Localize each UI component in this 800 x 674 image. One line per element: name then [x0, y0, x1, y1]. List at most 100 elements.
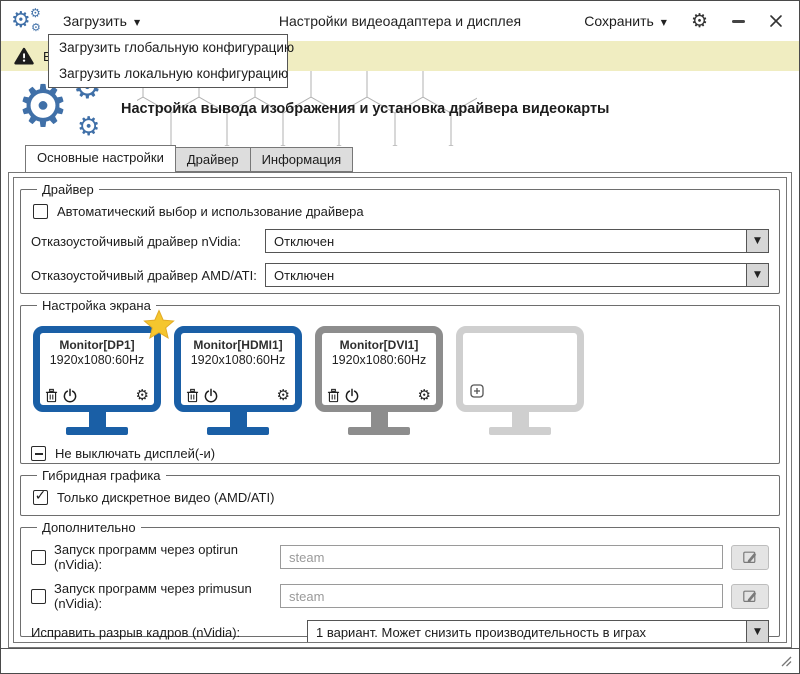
monitor-card-hdmi1[interactable]: Monitor[HDMI1] 1920x1080:60Hz: [174, 326, 302, 435]
pencil-icon: [743, 551, 757, 563]
tab-frame: Драйвер Автоматический выбор и использов…: [8, 172, 792, 648]
screen-group-legend: Настройка экрана: [42, 298, 151, 313]
tab-driver[interactable]: Драйвер: [174, 147, 251, 172]
frame-tearing-select[interactable]: 1 вариант. Может снизить производительно…: [307, 620, 769, 642]
monitor-base: [348, 427, 410, 435]
primusun-label: Запуск программ через primusun (nVidia):: [54, 581, 252, 611]
monitor-card-empty-slot[interactable]: [456, 326, 584, 435]
power-icon[interactable]: [204, 388, 218, 403]
auto-driver-label: Автоматический выбор и использование дра…: [57, 204, 364, 219]
monitor-resolution: 1920x1080:60Hz: [49, 353, 145, 367]
monitor-screen: Monitor[HDMI1] 1920x1080:60Hz: [174, 326, 302, 412]
chevron-down-icon: ▼: [754, 627, 761, 637]
keep-display-on-checkbox[interactable]: [31, 446, 46, 461]
monitor-screen: Monitor[DVI1] 1920x1080:60Hz: [315, 326, 443, 412]
monitor-stand: [511, 412, 529, 427]
primary-star-icon: [143, 309, 175, 345]
primusun-checkbox[interactable]: [31, 588, 46, 604]
menu-item-load-global-config[interactable]: Загрузить глобальную конфигурацию: [59, 40, 295, 55]
dropdown-arrow-button[interactable]: ▼: [746, 264, 768, 286]
extra-group: Дополнительно Запуск программ через opti…: [20, 520, 780, 642]
load-dropdown-menu: Загрузить глобальную конфигурацию Загруз…: [48, 34, 295, 88]
tab-bar: Основные настройки Драйвер Информация: [1, 145, 799, 172]
power-icon[interactable]: [345, 388, 359, 403]
tab-information[interactable]: Информация: [249, 147, 354, 172]
monitor-base: [207, 427, 269, 435]
gear-icon[interactable]: ⚙: [135, 386, 149, 404]
nvidia-failsafe-value: Отключен: [274, 233, 335, 249]
chevron-down-icon: ▼: [754, 236, 761, 246]
optirun-input[interactable]: [280, 545, 723, 569]
add-monitor-button[interactable]: [470, 384, 484, 398]
monitor-stand: [88, 412, 106, 427]
nvidia-failsafe-select[interactable]: Отключен ▼: [265, 229, 769, 253]
header-title: Настройка вывода изображения и установка…: [121, 100, 610, 117]
amd-failsafe-value: Отключен: [274, 267, 335, 283]
monitor-base: [66, 427, 128, 435]
chevron-down-icon: ▼: [660, 17, 667, 27]
load-menu-label: Загрузить: [63, 13, 127, 29]
discrete-only-checkbox[interactable]: [33, 490, 48, 505]
dropdown-arrow-button[interactable]: ▼: [746, 230, 768, 252]
amd-failsafe-select[interactable]: Отключен ▼: [265, 263, 769, 287]
warning-icon: [14, 47, 34, 65]
monitor-screen: Monitor[DP1] 1920x1080:60Hz: [33, 326, 161, 412]
chevron-down-icon: ▼: [754, 270, 761, 280]
pencil-icon: [743, 590, 757, 602]
extra-group-legend: Дополнительно: [42, 520, 136, 535]
discrete-only-label: Только дискретное видео (AMD/ATI): [57, 490, 275, 505]
save-menu-label: Сохранить: [584, 13, 654, 29]
monitor-screen: [456, 326, 584, 412]
header-gears-icon: ⚙ ⚙ ⚙: [17, 71, 102, 142]
monitor-list: Monitor[DP1] 1920x1080:60Hz: [33, 309, 769, 435]
driver-group: Драйвер Автоматический выбор и использов…: [20, 182, 780, 294]
frame-tearing-label: Исправить разрыв кадров (nVidia):: [31, 624, 241, 640]
tab-main-settings[interactable]: Основные настройки: [25, 145, 176, 172]
close-icon[interactable]: [769, 14, 783, 28]
header-banner: ⚙ ⚙ ⚙ Настройка вывода изображения и уст…: [1, 71, 799, 146]
load-menu-button[interactable]: Загрузить ▼: [63, 13, 140, 29]
monitor-stand: [370, 412, 388, 427]
gear-icon[interactable]: ⚙: [276, 386, 290, 404]
hybrid-group-legend: Гибридная графика: [42, 468, 161, 483]
frame-tearing-value: 1 вариант. Может снизить производительно…: [316, 624, 647, 640]
save-menu-button[interactable]: Сохранить ▼: [584, 13, 667, 29]
chevron-down-icon: ▼: [133, 17, 141, 27]
menu-item-load-local-config[interactable]: Загрузить локальную конфигурацию: [59, 66, 289, 81]
resize-grip[interactable]: [780, 655, 793, 668]
monitor-base: [489, 427, 551, 435]
trash-icon[interactable]: [45, 388, 58, 403]
trash-icon[interactable]: [327, 388, 340, 403]
driver-group-legend: Драйвер: [42, 182, 94, 197]
nvidia-failsafe-label: Отказоустойчивый драйвер nVidia:: [31, 233, 241, 249]
status-bar: [1, 648, 799, 673]
dropdown-arrow-button[interactable]: ▼: [746, 621, 768, 642]
monitor-resolution: 1920x1080:60Hz: [190, 353, 286, 367]
optirun-edit-button[interactable]: [731, 544, 769, 570]
optirun-checkbox[interactable]: [31, 549, 46, 565]
monitor-card-dvi1[interactable]: Monitor[DVI1] 1920x1080:60Hz: [315, 326, 443, 435]
settings-gear-icon[interactable]: ⚙: [690, 9, 708, 32]
amd-failsafe-label: Отказоустойчивый драйвер AMD/ATI:: [31, 267, 257, 283]
power-icon[interactable]: [63, 388, 77, 403]
auto-driver-checkbox[interactable]: [33, 204, 48, 219]
monitor-name: Monitor[DP1]: [59, 338, 135, 352]
monitor-name: Monitor[HDMI1]: [193, 338, 283, 352]
monitor-name: Monitor[DVI1]: [339, 338, 419, 352]
monitor-stand: [229, 412, 247, 427]
hybrid-graphics-group: Гибридная графика Только дискретное виде…: [20, 468, 780, 516]
app-gears-icon: ⚙ ⚙ ⚙: [11, 6, 41, 34]
window-title: Настройки видеоадаптера и дисплея: [278, 13, 522, 29]
tab-page-main-settings: Драйвер Автоматический выбор и использов…: [13, 177, 787, 643]
gear-icon[interactable]: ⚙: [417, 386, 431, 404]
screen-group: Настройка экрана Monitor[DP1] 1920x1080:…: [20, 298, 780, 464]
trash-icon[interactable]: [186, 388, 199, 403]
monitor-resolution: 1920x1080:60Hz: [331, 353, 427, 367]
primusun-input[interactable]: [280, 584, 723, 608]
keep-display-on-label: Не выключать дисплей(-и): [55, 446, 216, 461]
minimize-icon[interactable]: [732, 19, 745, 23]
primusun-edit-button[interactable]: [731, 583, 769, 609]
monitor-card-dp1[interactable]: Monitor[DP1] 1920x1080:60Hz: [33, 309, 175, 435]
optirun-label: Запуск программ через optirun (nVidia):: [54, 542, 238, 572]
